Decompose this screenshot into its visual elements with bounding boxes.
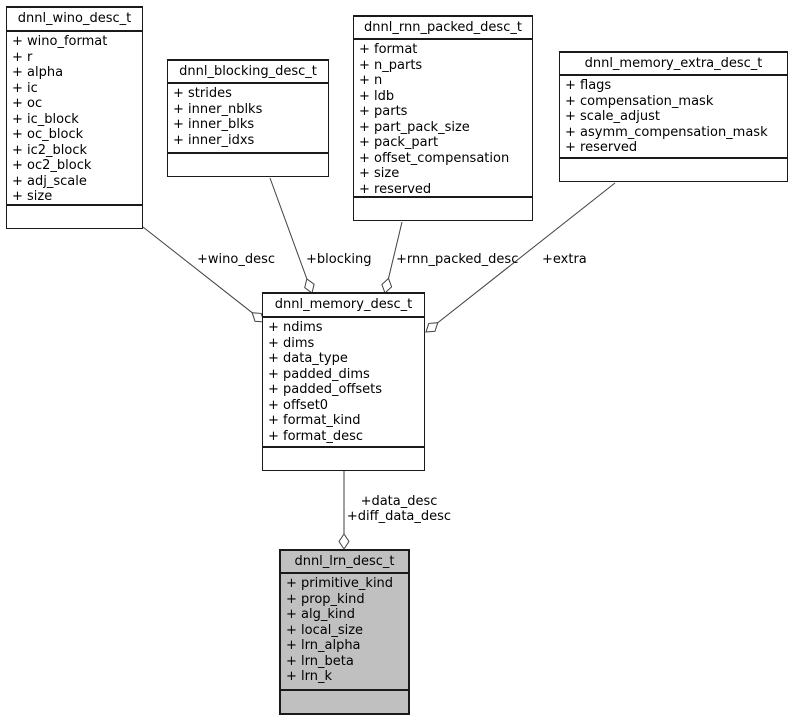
class-title: dnnl_memory_extra_desc_t	[560, 53, 787, 76]
edge-label-blocking: +blocking	[306, 252, 372, 267]
field: + offset0	[268, 397, 329, 413]
class-methods-empty	[354, 198, 532, 220]
field: + padded_dims	[268, 366, 370, 382]
edge-label-wino-desc: +wino_desc	[197, 252, 275, 267]
edge-blocking	[269, 177, 315, 294]
edge-wino-desc	[142, 226, 265, 323]
field: + format	[359, 42, 418, 57]
edge-rnn-packed-desc	[381, 221, 403, 294]
field: + offset_compensation	[359, 150, 510, 166]
field: + inner_idxs	[173, 132, 255, 148]
field: + lrn_alpha	[286, 638, 361, 653]
edge-label-data-desc-group: +data_desc +diff_data_desc	[329, 494, 469, 524]
class-fields: + strides + inner_nblks + inner_blks + i…	[168, 84, 328, 154]
aggregation-diamond-icon	[425, 322, 439, 333]
edge-label-extra: +extra	[542, 252, 587, 267]
field: + reserved	[565, 140, 638, 155]
field: + oc_block	[12, 127, 84, 142]
field: + parts	[359, 104, 408, 119]
class-methods-empty	[168, 154, 328, 176]
field: + oc2_block	[12, 158, 92, 173]
class-title: dnnl_lrn_desc_t	[281, 551, 408, 574]
edge-label-rnn-packed-desc: +rnn_packed_desc	[396, 252, 519, 267]
field: + strides	[173, 86, 232, 101]
field: + format_kind	[268, 413, 361, 428]
class-methods-empty	[281, 691, 408, 713]
field: + asymm_compensation_mask	[565, 124, 768, 140]
aggregation-diamond-icon	[338, 533, 350, 550]
field: + prop_kind	[286, 591, 365, 607]
field: + padded_offsets	[268, 382, 383, 397]
field: + size	[359, 166, 400, 181]
class-node-dnnl-memory-extra-desc-t[interactable]: dnnl_memory_extra_desc_t + flags + compe…	[559, 51, 788, 182]
field: + local_size	[286, 622, 364, 638]
aggregation-diamond-icon	[381, 277, 393, 294]
field: + oc	[12, 96, 43, 111]
class-node-dnnl-wino-desc-t[interactable]: dnnl_wino_desc_t + wino_format + r + alp…	[6, 6, 143, 229]
field: + wino_format	[12, 34, 108, 49]
edge-data-desc	[338, 471, 350, 550]
field: + flags	[565, 78, 612, 93]
field: + r	[12, 49, 33, 65]
field: + n	[359, 73, 383, 88]
edge-label-data-desc: +data_desc	[360, 494, 438, 509]
edge-extra	[425, 182, 616, 333]
aggregation-diamond-icon	[304, 278, 315, 294]
class-title: dnnl_rnn_packed_desc_t	[354, 17, 532, 40]
field: + alpha	[12, 65, 64, 80]
field: + lrn_beta	[286, 653, 354, 669]
field: + inner_nblks	[173, 101, 263, 117]
edge-label-diff-data-desc: +diff_data_desc	[346, 509, 452, 524]
field: + lrn_k	[286, 669, 333, 684]
field: + alg_kind	[286, 607, 355, 622]
field: + compensation_mask	[565, 93, 714, 109]
field: + size	[12, 189, 53, 204]
class-methods-empty	[7, 206, 142, 228]
field: + n_parts	[359, 57, 423, 73]
field: + part_pack_size	[359, 119, 470, 135]
class-title: dnnl_wino_desc_t	[7, 8, 142, 32]
field: + data_type	[268, 351, 348, 366]
field: + reserved	[359, 181, 432, 197]
field: + dims	[268, 335, 315, 351]
field: + ic	[12, 80, 38, 96]
class-node-dnnl-rnn-packed-desc-t[interactable]: dnnl_rnn_packed_desc_t + format + n_part…	[353, 15, 533, 221]
class-node-dnnl-lrn-desc-t[interactable]: dnnl_lrn_desc_t + primitive_kind + prop_…	[279, 549, 410, 715]
field: + adj_scale	[12, 173, 87, 189]
class-fields: + ndims + dims + data_type + padded_dims…	[263, 318, 424, 448]
class-fields: + format + n_parts + n + ldb + parts + p…	[354, 40, 532, 198]
field: + ndims	[268, 320, 323, 335]
class-fields: + flags + compensation_mask + scale_adju…	[560, 76, 787, 159]
class-node-dnnl-blocking-desc-t[interactable]: dnnl_blocking_desc_t + strides + inner_n…	[167, 59, 329, 177]
class-node-dnnl-memory-desc-t[interactable]: dnnl_memory_desc_t + ndims + dims + data…	[262, 292, 425, 471]
class-fields: + primitive_kind + prop_kind + alg_kind …	[281, 574, 408, 691]
class-fields: + wino_format + r + alpha + ic + oc + ic…	[7, 32, 142, 206]
field: + scale_adjust	[565, 109, 660, 124]
class-title: dnnl_memory_desc_t	[263, 294, 424, 318]
field: + ldb	[359, 88, 395, 104]
class-title: dnnl_blocking_desc_t	[168, 61, 328, 84]
class-methods-empty	[560, 159, 787, 181]
class-methods-empty	[263, 448, 424, 470]
field: + format_desc	[268, 428, 364, 444]
field: + pack_part	[359, 135, 439, 150]
field: + inner_blks	[173, 117, 255, 132]
field: + primitive_kind	[286, 576, 394, 591]
field: + ic_block	[12, 111, 79, 127]
field: + ic2_block	[12, 142, 88, 158]
